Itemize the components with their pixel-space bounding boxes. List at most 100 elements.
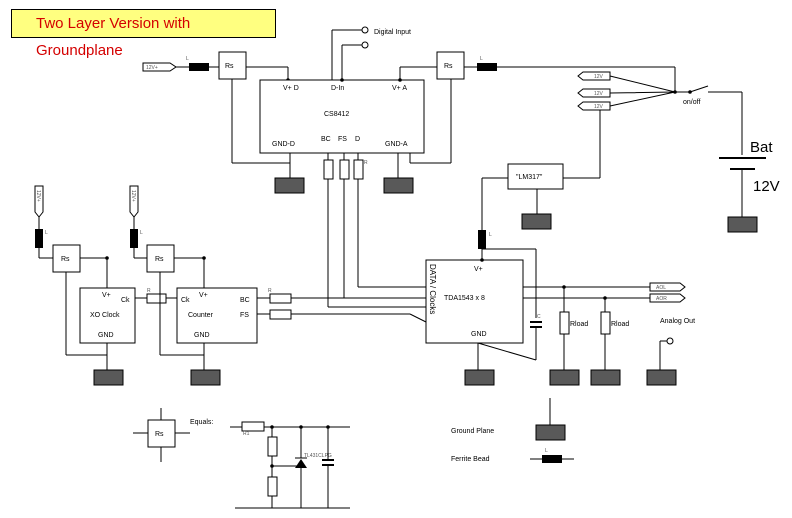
eq-resistor-series [241, 421, 265, 432]
resistor-counter-fs [269, 309, 292, 320]
ground-plane-pad [464, 369, 495, 386]
ferrite-bead-l1 [189, 63, 209, 71]
lm317-regulator [507, 163, 564, 190]
ground-plane-pad [727, 216, 758, 233]
svg-text:"LM317": "LM317" [516, 174, 543, 181]
ground-plane-pad [383, 177, 414, 194]
svg-text:Ck: Ck [181, 297, 190, 304]
svg-text:Rs: Rs [61, 256, 70, 263]
analog-output-left-tag [649, 282, 686, 292]
supply-input-counter: 12V+ [129, 185, 139, 218]
svg-text:FS: FS [240, 312, 249, 319]
svg-text:Bat: Bat [750, 139, 773, 156]
svg-text:L: L [545, 448, 548, 454]
svg-text:AOR: AOR [656, 296, 667, 302]
digital-input-terminal-2 [361, 41, 369, 49]
ground-plane-pad [549, 369, 580, 386]
svg-text:on/off: on/off [683, 99, 700, 106]
legend-ground-plane-symbol [535, 424, 566, 441]
eq-zener-diode [295, 459, 307, 468]
svg-text:L: L [140, 230, 143, 236]
svg-text:Rload: Rload [611, 321, 629, 328]
svg-text:Ferrite Bead: Ferrite Bead [451, 456, 490, 463]
svg-text:GND-A: GND-A [385, 141, 408, 148]
resistor-d [353, 159, 364, 180]
svg-text:Equals:: Equals: [190, 419, 213, 426]
svg-text:D: D [355, 136, 360, 143]
svg-text:12V: 12V [594, 74, 604, 80]
battery [719, 157, 766, 170]
page-title: Two Layer Version with Groundplane [11, 9, 276, 59]
svg-text:V+ A: V+ A [392, 85, 407, 92]
resistor-counter-bc [269, 293, 292, 304]
tda1543-dac-chip [425, 259, 524, 344]
svg-text:V+: V+ [102, 292, 111, 299]
svg-text:12V: 12V [594, 91, 604, 97]
svg-text:Rs: Rs [155, 431, 164, 438]
svg-text:BC: BC [240, 297, 250, 304]
svg-text:C: C [537, 314, 541, 320]
svg-text:Counter: Counter [188, 312, 214, 319]
digital-input-terminal-1 [361, 26, 369, 34]
svg-text:Rs: Rs [444, 63, 453, 70]
svg-text:XO Clock: XO Clock [90, 312, 120, 319]
resistor-fs [339, 159, 350, 180]
svg-text:TL431CLPG: TL431CLPG [304, 453, 332, 459]
supply-output-tags: 12V 12V 12V [577, 71, 611, 111]
svg-text:L: L [489, 232, 492, 238]
svg-text:BC: BC [321, 136, 331, 143]
svg-text:V+: V+ [199, 292, 208, 299]
on-off-switch [689, 85, 709, 93]
ferrite-bead-xo [35, 229, 43, 248]
ground-plane-pad [274, 177, 305, 194]
ground-plane-pad [590, 369, 621, 386]
svg-text:12V+: 12V+ [35, 190, 41, 202]
supply-input-12v: 12V+ [142, 62, 177, 72]
analog-out-terminal [666, 337, 674, 345]
ferrite-bead-l2 [477, 63, 497, 71]
svg-text:CS8412: CS8412 [324, 111, 349, 118]
eq-resistor-2 [267, 476, 278, 497]
svg-text:Rload: Rload [570, 321, 588, 328]
supply-input-xo: 12V+ [34, 185, 44, 218]
legend-ferrite-bead-symbol [542, 455, 562, 463]
rload-right [600, 311, 611, 335]
ground-plane-pad [93, 369, 124, 386]
svg-text:TDA1543 x 8: TDA1543 x 8 [444, 295, 485, 302]
svg-text:R1: R1 [243, 431, 250, 437]
counter-chip [176, 287, 258, 344]
svg-text:R: R [268, 288, 272, 294]
svg-text:Analog Out: Analog Out [660, 318, 695, 325]
svg-text:R: R [364, 160, 368, 166]
svg-text:AOL: AOL [656, 285, 666, 291]
ground-plane-pad [646, 369, 677, 386]
ground-plane-pad [521, 213, 552, 230]
svg-text:12V: 12V [594, 104, 604, 110]
svg-text:GND: GND [98, 332, 114, 339]
svg-text:DATA / Clocks: DATA / Clocks [428, 264, 437, 314]
svg-text:FS: FS [338, 136, 347, 143]
svg-text:GND-D: GND-D [272, 141, 295, 148]
svg-text:Rs: Rs [155, 256, 164, 263]
svg-text:GND: GND [471, 331, 487, 338]
svg-text:D-In: D-In [331, 85, 344, 92]
ferrite-bead-l3 [478, 230, 486, 249]
svg-text:12V: 12V [753, 178, 780, 195]
resistor-clock [146, 293, 167, 304]
svg-text:GND: GND [194, 332, 210, 339]
svg-text:V+ D: V+ D [283, 85, 299, 92]
resistor-bc [323, 159, 334, 180]
rs-regulator-2 [436, 51, 465, 80]
svg-text:12V+: 12V+ [146, 65, 158, 71]
svg-text:Ground Plane: Ground Plane [451, 428, 494, 435]
eq-resistor-1 [267, 436, 278, 457]
xo-clock-chip [79, 287, 136, 344]
ferrite-bead-counter [130, 229, 138, 248]
svg-text:L: L [45, 230, 48, 236]
svg-text:12V+: 12V+ [130, 190, 136, 202]
svg-text:Rs: Rs [225, 63, 234, 70]
svg-text:Ck: Ck [121, 297, 130, 304]
svg-text:R: R [147, 288, 151, 294]
svg-text:V+: V+ [474, 266, 483, 273]
